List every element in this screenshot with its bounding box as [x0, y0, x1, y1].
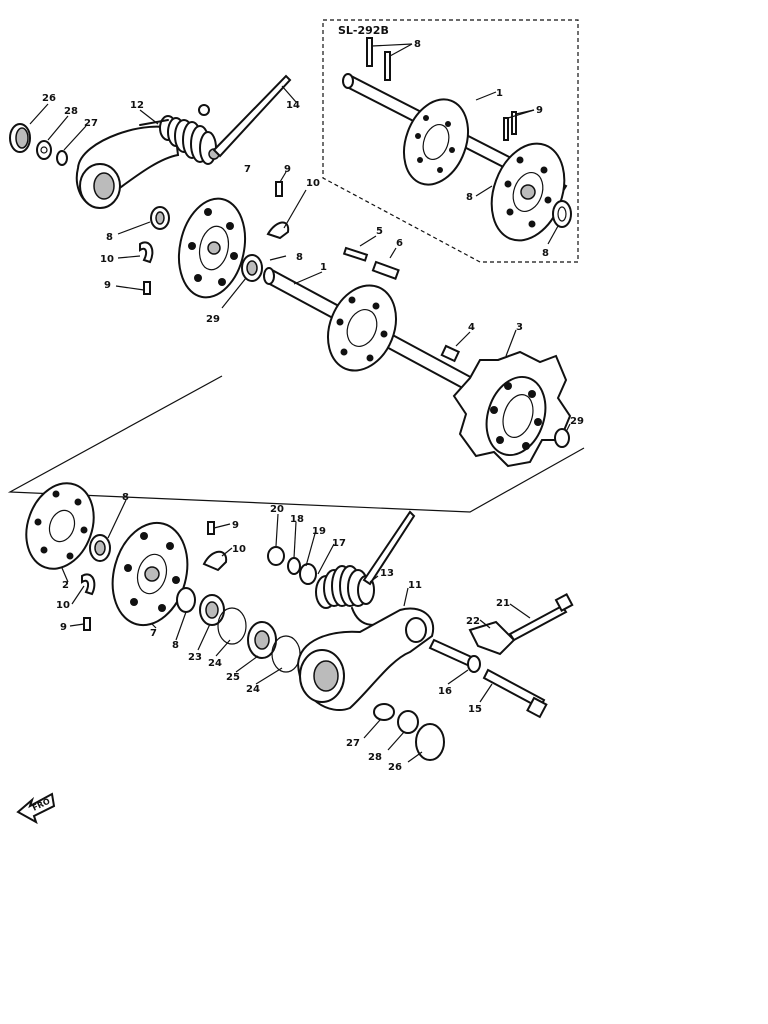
callout-8-low: 8 — [122, 492, 129, 503]
callout-26-top: 26 — [42, 93, 56, 104]
callout-25: 25 — [226, 672, 240, 683]
callout-10-low-right: 10 — [232, 544, 246, 555]
callout-inset-1: 1 — [496, 88, 503, 99]
callout-8-low2: 8 — [172, 640, 179, 651]
callout-10-left: 10 — [100, 254, 114, 265]
idler-wheel-7-top — [178, 197, 246, 299]
section-divider — [7, 375, 585, 513]
inset-pin-a — [366, 37, 373, 67]
callout-7-low: 7 — [150, 628, 157, 639]
bearing-29-right — [554, 428, 570, 448]
callout-24-b: 24 — [246, 684, 260, 695]
callout-21: 21 — [496, 598, 510, 609]
callout-6: 6 — [396, 238, 403, 249]
callout-10-top: 10 — [306, 178, 320, 189]
callout-14: 14 — [286, 100, 300, 111]
callout-19: 19 — [312, 526, 326, 537]
callout-26-low: 26 — [388, 762, 402, 773]
callout-8-left: 8 — [106, 232, 113, 243]
callout-15: 15 — [468, 704, 482, 715]
callout-13: 13 — [380, 568, 394, 579]
inset-box: SL-292B — [322, 19, 579, 263]
inset-bearing — [552, 200, 572, 228]
callout-9-top: 9 — [284, 164, 291, 175]
callout-29-right: 29 — [570, 416, 584, 427]
inset-sprocket-1 — [403, 98, 469, 186]
torsion-spring-top — [139, 104, 220, 165]
callout-27-low: 27 — [346, 738, 360, 749]
top-left-assembly: 26 28 27 12 14 7 9 10 8 10 9 29 8 — [9, 74, 320, 325]
callout-9-left: 9 — [104, 280, 111, 291]
lower-assembly: 8 2 10 9 9 10 7 8 23 24 25 24 20 18 19 1… — [25, 482, 574, 773]
callout-22: 22 — [466, 616, 480, 627]
callout-12: 12 — [130, 100, 144, 111]
callout-4: 4 — [468, 322, 475, 333]
drive-sprocket-1 — [327, 284, 397, 372]
callout-inset-9: 9 — [536, 105, 543, 116]
track-sprocket-3 — [452, 350, 572, 468]
callout-29-top: 29 — [206, 314, 220, 325]
torsion-spring-13 — [315, 510, 416, 626]
front-arrow: FRO — [16, 792, 56, 825]
callout-28-top: 28 — [64, 106, 78, 117]
callout-inset-8-mid: 8 — [466, 192, 473, 203]
inset-code-label: SL-292B — [338, 24, 389, 37]
drive-shaft-assembly: 5 6 1 4 3 29 — [263, 226, 584, 468]
callout-inset-8-top: 8 — [414, 39, 421, 50]
callout-20: 20 — [270, 504, 284, 515]
wheel-2 — [25, 482, 95, 570]
callout-11: 11 — [408, 580, 422, 591]
callout-17: 17 — [332, 538, 346, 549]
rod-14 — [212, 74, 292, 158]
callout-28-low: 28 — [368, 752, 382, 763]
callout-5: 5 — [376, 226, 383, 237]
callout-10-low: 10 — [56, 600, 70, 611]
cap-26-low — [415, 723, 445, 761]
callout-3: 3 — [516, 322, 523, 333]
callout-9-low-right: 9 — [232, 520, 239, 531]
callout-9-low: 9 — [60, 622, 67, 633]
callout-23: 23 — [188, 652, 202, 663]
idler-wheel-7-low — [111, 521, 189, 627]
callout-1: 1 — [320, 262, 327, 273]
callout-27-top: 27 — [84, 118, 98, 129]
inset-pin-b — [384, 51, 391, 81]
callout-7-top: 7 — [244, 164, 251, 175]
callout-18: 18 — [290, 514, 304, 525]
callout-16: 16 — [438, 686, 452, 697]
inset-sprocket-2 — [490, 142, 566, 242]
callout-inset-8-bot: 8 — [542, 248, 549, 259]
callout-8-mid: 8 — [296, 252, 303, 263]
callout-2: 2 — [62, 580, 69, 591]
callout-24-a: 24 — [208, 658, 222, 669]
